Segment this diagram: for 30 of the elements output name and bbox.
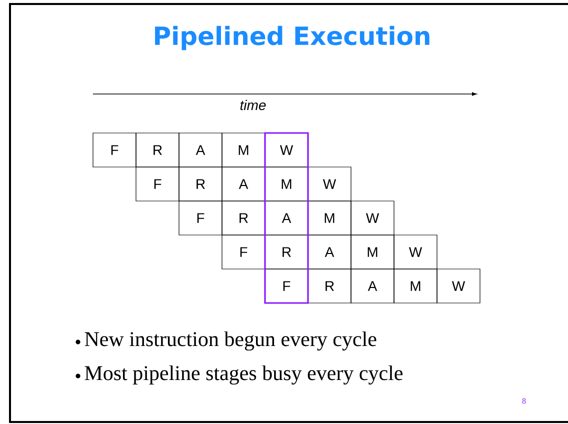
stage-cell: M bbox=[394, 268, 438, 304]
stage-cell: A bbox=[264, 200, 308, 236]
stage-cell: R bbox=[222, 200, 266, 236]
stage-cell: R bbox=[264, 234, 308, 270]
stage-cell: M bbox=[222, 132, 266, 168]
stage-cell: R bbox=[136, 132, 180, 168]
stage-cell: M bbox=[350, 234, 394, 270]
stage-cell: F bbox=[136, 166, 180, 202]
axis-label: time bbox=[240, 100, 266, 110]
stage-cell: F bbox=[178, 200, 222, 236]
stage-cell: M bbox=[264, 166, 308, 202]
bullet-text: New instruction begun every cycle bbox=[84, 331, 376, 351]
stage-cell: R bbox=[308, 268, 352, 304]
stage-cell: R bbox=[178, 166, 222, 202]
stage-cell: A bbox=[222, 166, 266, 202]
stage-cell: F bbox=[222, 234, 266, 270]
stage-cell: W bbox=[394, 234, 438, 270]
slide-title: Pipelined Execution bbox=[155, 26, 430, 50]
stage-cell: F bbox=[92, 132, 136, 168]
stage-cell: M bbox=[308, 200, 352, 236]
stage-cell: A bbox=[350, 268, 394, 304]
stage-cell: W bbox=[350, 200, 394, 236]
stage-cell: F bbox=[264, 268, 308, 304]
stage-cell: W bbox=[308, 166, 352, 202]
stage-cell: A bbox=[308, 234, 352, 270]
bullet-text: Most pipeline stages busy every cycle bbox=[84, 365, 402, 385]
stage-cell: A bbox=[178, 132, 222, 168]
stage-cell: W bbox=[264, 132, 308, 168]
page-number: 8 bbox=[522, 398, 526, 404]
stage-cell: W bbox=[436, 268, 480, 304]
